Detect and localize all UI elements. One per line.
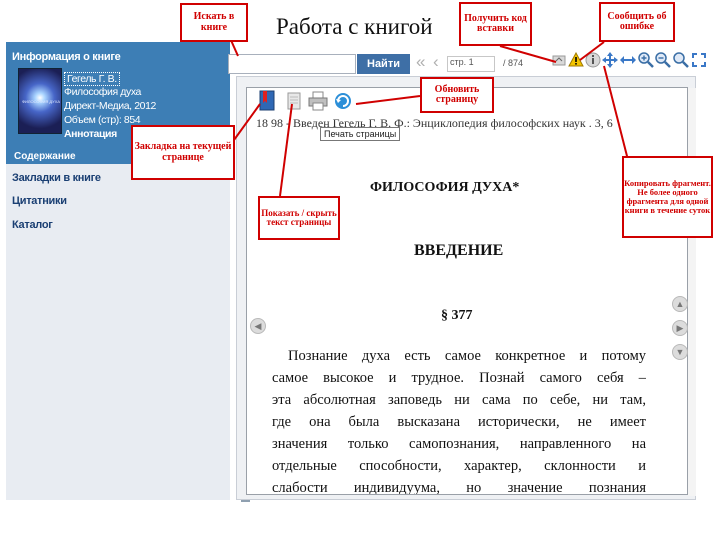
book-volume: Объем (стр): 854 (64, 114, 141, 126)
callout-get-code: Получить код вставки (459, 2, 532, 46)
book-cover-image[interactable]: ФИЛОСОФИЯ ДУХА (18, 68, 62, 134)
page-title: Работа с книгой (276, 14, 433, 39)
book-author[interactable]: Гегель Г. В. (64, 72, 120, 86)
fullscreen-icon[interactable] (691, 52, 707, 68)
annotation-link[interactable]: Аннотация (64, 128, 117, 140)
callout-search: Искать в книге (180, 3, 248, 42)
book-sidebar: Информация о книге ФИЛОСОФИЯ ДУХА Гегель… (6, 42, 230, 500)
zoom-out-icon[interactable] (655, 52, 671, 68)
callout-bookmark: Закладка на текущей странице (131, 125, 235, 180)
book-info-panel: Информация о книге ФИЛОСОФИЯ ДУХА Гегель… (6, 42, 230, 164)
text-line: где она была высказана исторически, не и… (272, 414, 646, 430)
next-page-arrow-icon[interactable]: ▶ (672, 320, 688, 336)
tab-contents[interactable]: Содержание (14, 151, 76, 162)
callout-report-error: Сообщить об ошибке (599, 2, 675, 42)
zoom-icon[interactable] (673, 52, 689, 68)
page-total: / 874 (503, 58, 524, 68)
text-line: значения только самопознания, направленн… (272, 436, 646, 452)
text-line: слабости индивидуума, но значение познан… (272, 480, 646, 494)
text-line: самое высокое и трудное. Познай самого с… (272, 370, 646, 386)
book-title: Философия духа (64, 86, 141, 98)
sidebar-link-catalog[interactable]: Каталог (12, 219, 53, 231)
print-tooltip: Печать страницы (320, 127, 401, 141)
prev-page-arrow-icon[interactable]: ◀ (250, 318, 266, 334)
chapter-heading: ФИЛОСОФИЯ ДУХА* (370, 180, 520, 195)
book-info-title: Информация о книге (12, 51, 121, 63)
sidebar-link-quotes[interactable]: Цитатники (12, 195, 67, 207)
toggle-text-icon[interactable] (284, 90, 304, 112)
paragraph-mark: § 377 (441, 308, 473, 323)
bookmark-icon[interactable] (257, 90, 277, 112)
book-search-input[interactable] (228, 54, 356, 74)
embed-code-icon[interactable] (551, 52, 567, 68)
refresh-icon[interactable] (333, 90, 353, 112)
text-line: Познание духа есть самое конкретное и по… (288, 348, 646, 364)
text-line: эта абсолютная заповедь ни сама по себе,… (272, 392, 646, 408)
scroll-down-icon[interactable]: ▼ (672, 344, 688, 360)
page-scrollbar[interactable] (688, 88, 696, 496)
zoom-in-icon[interactable] (638, 52, 654, 68)
book-cover-lettering: ФИЛОСОФИЯ ДУХА (21, 99, 61, 104)
prev-page-icon[interactable]: ‹ (433, 52, 439, 71)
sidebar-link-bookmarks[interactable]: Закладки в книге (12, 172, 101, 184)
page-number-field[interactable]: стр. 1 (447, 56, 495, 72)
running-head: 18 98 - Введен Гегель Г. В. Ф.: Энциклоп… (256, 116, 613, 130)
scroll-up-icon[interactable]: ▲ (672, 296, 688, 312)
callout-copy: Копировать фрагмент. Не более одного фра… (622, 156, 713, 238)
text-line: отдельные способности, характер, склонно… (272, 458, 646, 474)
book-page[interactable] (246, 87, 688, 495)
find-button[interactable]: Найти (357, 54, 410, 74)
first-page-icon[interactable]: « (416, 52, 426, 71)
callout-refresh: Обновить страницу (420, 77, 494, 113)
fit-width-icon[interactable] (620, 52, 636, 68)
book-publisher: Директ-Медиа, 2012 (64, 100, 156, 112)
info-icon[interactable] (585, 52, 601, 68)
callout-toggle-text: Показать / скрыть текст страницы (258, 196, 340, 240)
print-icon[interactable] (308, 90, 328, 112)
resize-handle[interactable] (241, 496, 250, 502)
section-heading: ВВЕДЕНИЕ (414, 242, 504, 259)
move-page-icon[interactable] (602, 52, 618, 68)
report-error-icon[interactable] (568, 52, 584, 68)
